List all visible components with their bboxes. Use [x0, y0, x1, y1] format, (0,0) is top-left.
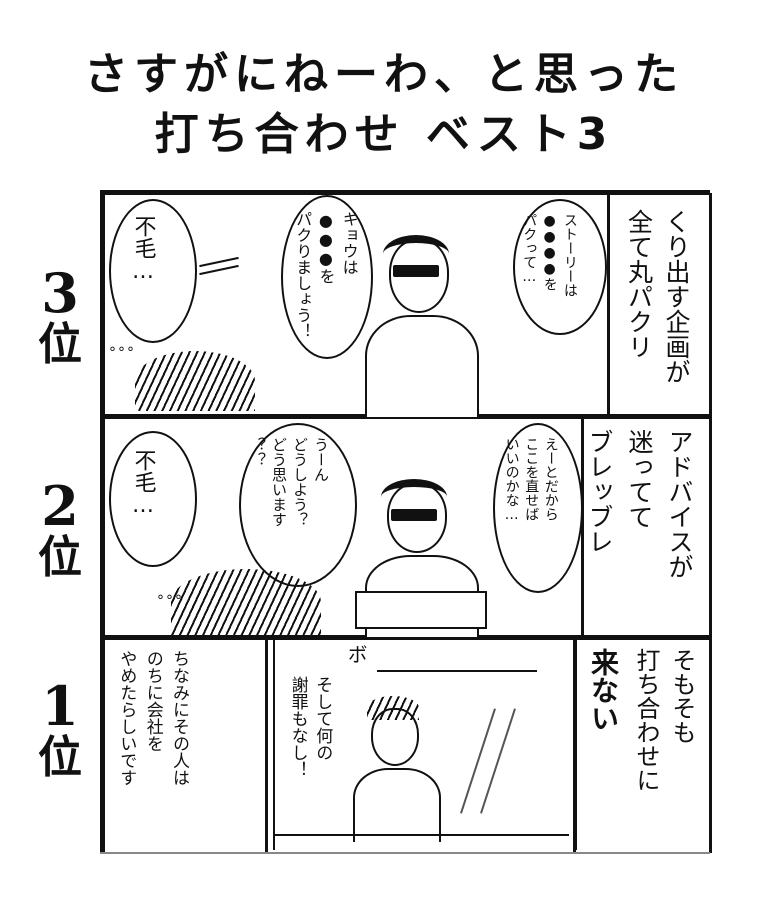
- narration-emphasis: 来ない: [587, 648, 620, 732]
- room-frame: [273, 640, 577, 850]
- sunglasses: [393, 265, 439, 277]
- comic-title-line-1: さすがにねーわ、と思った: [84, 49, 684, 100]
- narration-text: くり出す企画が 全て丸パクリ: [624, 209, 692, 384]
- panel-border: [100, 852, 710, 854]
- rank-number: 1: [41, 674, 79, 738]
- hair: [367, 696, 419, 720]
- aside-text: ちなみにその人は のちに会社を やめたらしいです: [116, 650, 190, 786]
- speech-text-fumo: 不毛…: [130, 215, 156, 284]
- rank-suffix: 位: [38, 531, 82, 583]
- table-line: [273, 834, 569, 836]
- narration-text-2: 打ち合わせに: [632, 648, 660, 792]
- aside-divider: [265, 640, 268, 852]
- torso: [353, 768, 441, 842]
- comic-title-line-2: 打ち合わせ ベスト3: [154, 109, 614, 160]
- speech-text-un: うーん どうしよう？ どう思います ？？: [249, 437, 330, 527]
- panel-rank-2: アドバイスが 迷ってて ブレッブレ えーとだから ここを直せば いいのかな… う…: [105, 419, 703, 637]
- speech-bubble-fumo: [109, 431, 197, 567]
- speech-bubble-today: [281, 195, 373, 359]
- speech-bubble-fumo: [109, 199, 197, 343]
- narration-divider: [573, 640, 576, 852]
- bubble-dots: °°°: [109, 345, 136, 361]
- rank-label-2: 2 位: [28, 478, 92, 581]
- narration-text-1: そもそも: [668, 648, 696, 744]
- torso: [365, 315, 479, 417]
- panel-border: [100, 635, 710, 640]
- speed-line: [199, 264, 239, 276]
- narration-divider: [581, 419, 584, 635]
- narration-divider: [607, 195, 610, 414]
- rank-label-3: 3 位: [28, 265, 92, 368]
- hair: [381, 479, 447, 515]
- speech-text-fumo: 不毛…: [130, 449, 156, 518]
- illustration-empty-meeting-man: [343, 694, 453, 844]
- speech-text-ee: えーとだから ここを直せば いいのかな…: [503, 437, 559, 523]
- sfx-text: ボ: [344, 644, 368, 664]
- rank-suffix: 位: [38, 318, 82, 370]
- illustration-hair-back: [135, 351, 255, 411]
- wall-line: [377, 670, 537, 672]
- illustration-man-with-sunglasses: [361, 235, 501, 417]
- rank-suffix: 位: [38, 731, 82, 783]
- panel-rank-3: くり出す企画が 全て丸パクリ ストーリーは ●●●●を パクって… キョウは ●…: [105, 195, 703, 417]
- narration-text: アドバイスが 迷ってて ブレッブレ: [585, 429, 694, 579]
- speech-bubble-story: [513, 199, 607, 335]
- bubble-dots: °°°: [157, 593, 184, 609]
- sunglasses: [391, 509, 437, 521]
- panel-rank-1: そもそも 打ち合わせに 来ない ボ そして何の 謝罪もなし！ ちなみにその人は …: [105, 640, 703, 852]
- speech-text-today: キョウは ●●●を パクりましょう！: [293, 211, 359, 339]
- illustration-man-reading-papers: [355, 479, 495, 637]
- speech-bubble-un: [239, 423, 357, 587]
- papers: [355, 591, 487, 629]
- panel-border: [100, 190, 710, 195]
- caption-text: そして何の 謝罪もなし！: [287, 676, 333, 778]
- rank-label-1: 1 位: [28, 678, 92, 781]
- rank-number: 2: [41, 474, 79, 538]
- comic-strip-frame: [100, 193, 712, 853]
- speech-text-story: ストーリーは ●●●●を パクって…: [521, 213, 578, 297]
- illustration-hair-back: [171, 569, 321, 635]
- speech-bubble-ee: [493, 423, 583, 593]
- hair: [383, 235, 449, 273]
- rank-number: 3: [41, 261, 79, 325]
